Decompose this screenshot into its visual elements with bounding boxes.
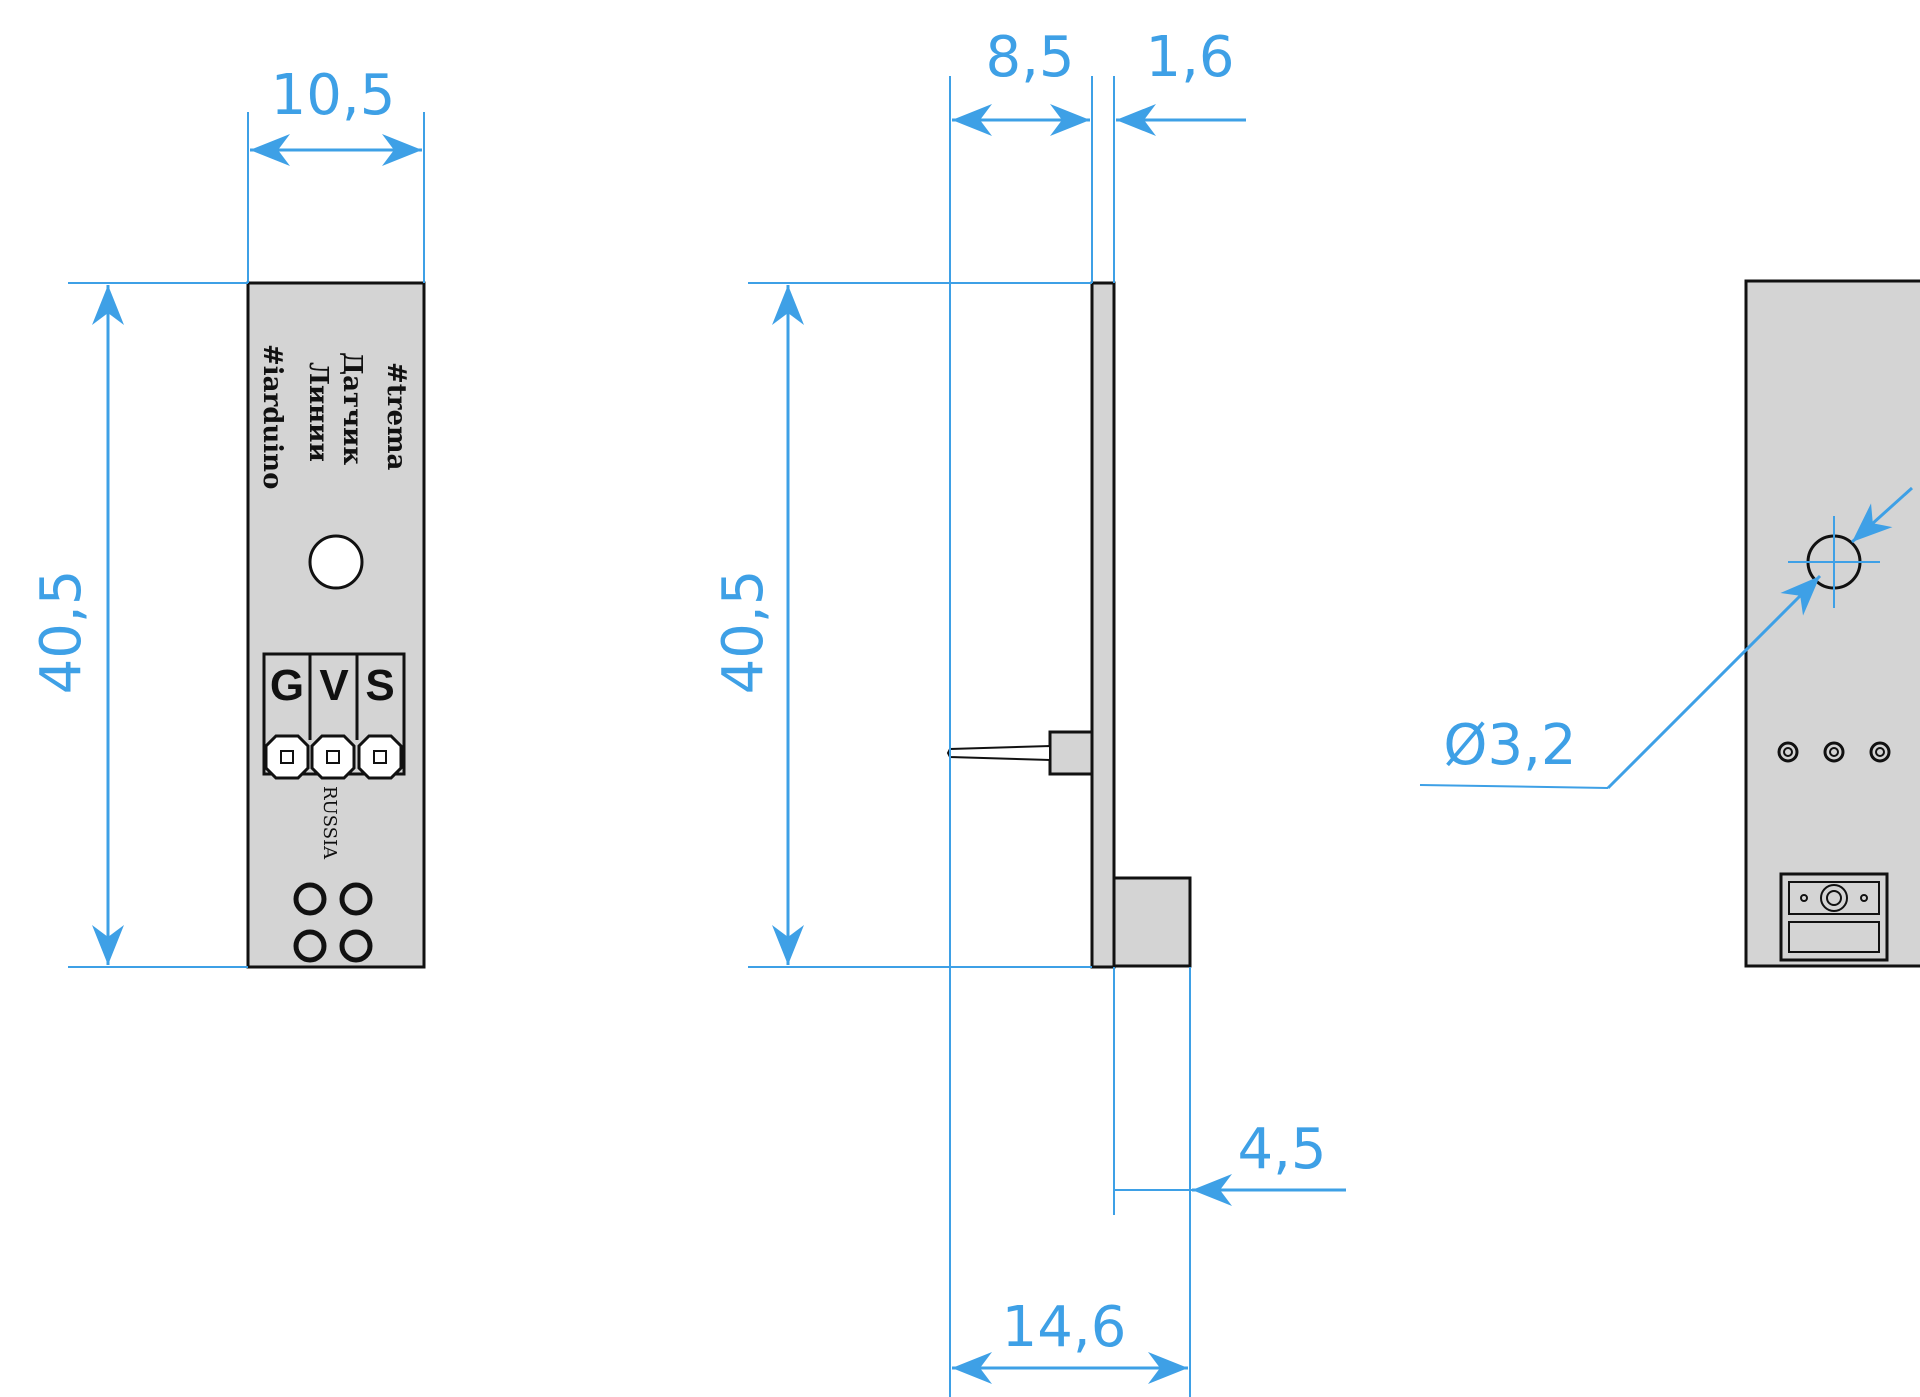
- dim-back-hole-diameter-label: Ø3,2: [1443, 713, 1576, 778]
- front-board: [246, 281, 426, 969]
- side-pin: [946, 744, 1051, 762]
- dim-side-height-label: 40,5: [711, 570, 776, 695]
- silk-country: RUSSIA: [319, 786, 340, 860]
- pin-pad-v: [310, 734, 356, 780]
- dim-side-pcb-thickness-label: 1,6: [1145, 25, 1234, 90]
- back-view: Ø3,2: [1419, 279, 1920, 968]
- front-view: #trema Датчик Линии #iarduino G V S: [29, 63, 426, 969]
- pin-label-s: S: [365, 661, 394, 710]
- pin-pad-g: [264, 734, 310, 780]
- side-component: [1112, 876, 1192, 968]
- back-pin-pads: [1777, 741, 1891, 763]
- silk-line-lines: Линии: [303, 362, 333, 462]
- dim-front-height-label: 40,5: [29, 570, 94, 695]
- dim-front-width-label: 10,5: [271, 63, 396, 128]
- silk-line-iarduino: #iarduino: [257, 344, 287, 489]
- dim-front-height: [68, 282, 248, 968]
- silk-line-trema: #trema: [381, 362, 411, 471]
- back-hole-center-mark: [1788, 516, 1880, 608]
- silk-line-sensor: Датчик: [337, 352, 367, 465]
- dim-back-hole-diameter: [1419, 486, 1914, 790]
- front-silkscreen: #trema: [381, 362, 411, 471]
- dim-side-component-label: 4,5: [1237, 1117, 1326, 1182]
- pin-pad-s: [357, 734, 403, 780]
- dim-front-width: [247, 112, 425, 283]
- back-sensor-component: [1779, 872, 1889, 962]
- side-extension-lines: [748, 76, 1191, 1397]
- pin-header: G V S: [262, 652, 406, 780]
- pin-label-g: G: [270, 661, 304, 710]
- side-pcb: [1090, 281, 1116, 969]
- dim-side-total-label: 14,6: [1002, 1295, 1127, 1360]
- pin-label-v: V: [319, 661, 349, 710]
- back-pin-pads-inner: [1783, 747, 1885, 757]
- side-connector-housing: [1048, 730, 1094, 776]
- back-board: [1744, 279, 1920, 968]
- front-mount-hole: [308, 534, 364, 590]
- side-view: 8,5 1,6 40,5 4,5 14,6: [711, 25, 1346, 1397]
- dim-side-standoff-label: 8,5: [985, 25, 1074, 90]
- sensor-pads: [293, 882, 373, 963]
